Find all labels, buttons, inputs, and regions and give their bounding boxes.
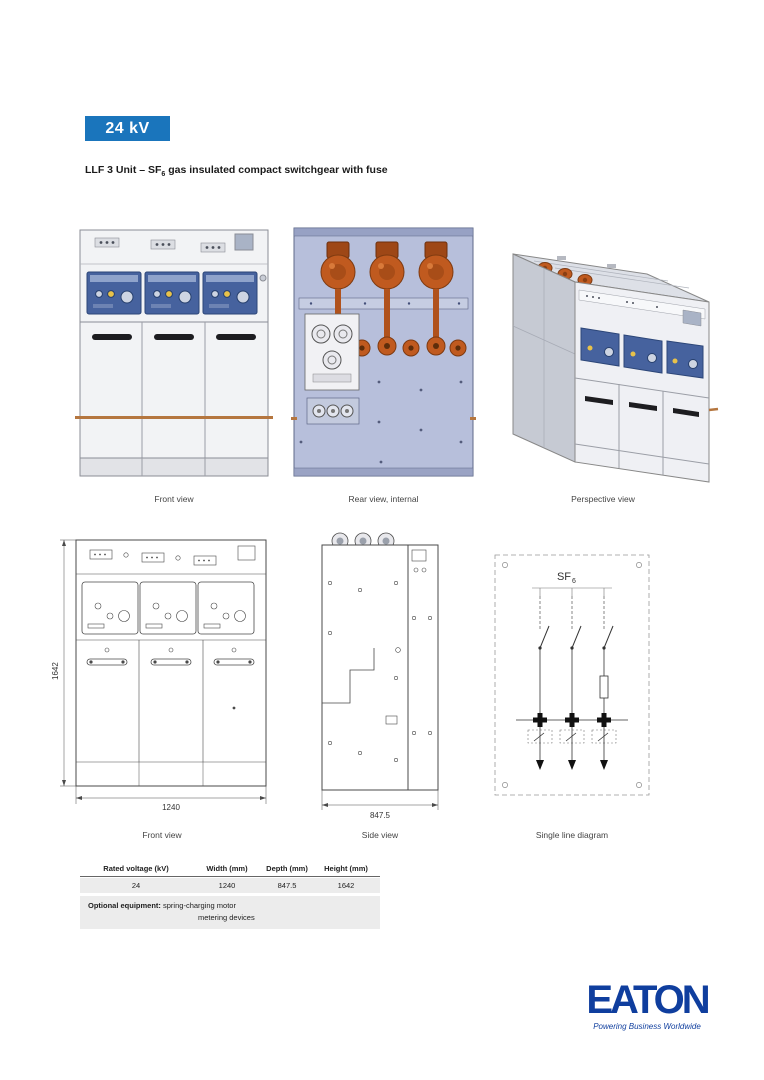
value-height: 1642	[337, 881, 355, 890]
spec-table-header-row: Rated voltage (kV) Width (mm) Depth (mm)…	[80, 862, 380, 877]
value-width: 1240	[218, 881, 236, 890]
optional-equipment-item-2: metering devices	[198, 913, 255, 922]
gas-label: SF	[557, 571, 571, 583]
height-dimension-label: 1642	[51, 662, 60, 680]
eaton-logo: EATON Powering Business Worldwide	[574, 980, 720, 1031]
value-rated-voltage: 24	[131, 881, 141, 890]
spec-table: Rated voltage (kV) Width (mm) Depth (mm)…	[80, 862, 380, 929]
single-line-diagram-caption: Single line diagram	[535, 830, 609, 840]
optional-equipment-item-1: spring-charging motor	[163, 901, 236, 910]
header-height: Height (mm)	[324, 864, 368, 873]
control-panel-2	[144, 271, 200, 315]
feeders	[538, 596, 614, 720]
drawn-door-handles	[86, 658, 255, 666]
side-view-drawing: 847.5	[321, 532, 439, 820]
title-subscript: 6	[161, 171, 166, 179]
width-dimension	[75, 786, 267, 804]
eaton-logo-text: EATON	[586, 978, 710, 1022]
front-view-caption: Front view	[154, 494, 194, 504]
width-dimension-label: 1240	[162, 803, 180, 812]
perspective-door-handles	[585, 396, 699, 417]
rear-view-image	[291, 227, 476, 477]
front-view-image	[75, 229, 273, 477]
page-title: LLF 3 Unit – SF6 gas insulated compact s…	[85, 164, 388, 178]
control-panel-1	[86, 271, 142, 315]
perspective-view-image	[512, 253, 719, 483]
copper-cable-line	[75, 416, 273, 419]
perspective-control-panels	[580, 327, 704, 379]
panel-outlines	[81, 581, 255, 635]
perspective-view-caption: Perspective view	[571, 494, 635, 504]
side-drawing-caption: Side view	[361, 830, 399, 840]
value-depth: 847.5	[277, 881, 297, 890]
hv-bushings	[320, 241, 454, 290]
control-panel-3	[202, 271, 258, 315]
front-dimension-drawing: 1642 1240	[51, 539, 267, 812]
voltage-badge: 24 kV	[85, 116, 170, 141]
header-rated-voltage: Rated voltage (kV)	[103, 864, 169, 873]
outgoing-arrows	[536, 760, 608, 770]
vent-grille	[234, 233, 254, 251]
depth-dimension-label: 847.5	[370, 811, 391, 820]
single-line-diagram: SF 6	[494, 554, 650, 796]
header-depth: Depth (mm)	[266, 864, 308, 873]
gas-label-subscript: 6	[572, 578, 576, 585]
front-drawing-caption: Front view	[142, 830, 182, 840]
optional-equipment-line-1: Optional equipment: spring-charging moto…	[88, 900, 372, 912]
header-width: Width (mm)	[206, 864, 248, 873]
height-dimension	[60, 539, 76, 787]
door-handles	[92, 334, 256, 340]
depth-dimension	[321, 790, 439, 810]
busbar-rail	[298, 297, 469, 310]
optional-equipment-block: Optional equipment: spring-charging moto…	[80, 896, 380, 929]
fuse-symbol	[599, 675, 609, 699]
gauge-panel	[304, 313, 360, 391]
optional-equipment-label: Optional equipment:	[88, 901, 161, 910]
cable-junctions	[533, 713, 611, 727]
rear-view-caption: Rear view, internal	[348, 494, 419, 504]
terminal-box	[306, 397, 360, 425]
title-prefix: LLF 3 Unit – SF	[85, 164, 162, 176]
spec-table-value-row: 24 1240 847.5 1642	[80, 878, 380, 893]
title-suffix: gas insulated compact switchgear with fu…	[165, 164, 388, 176]
eaton-tagline: Powering Business Worldwide	[593, 1022, 701, 1031]
